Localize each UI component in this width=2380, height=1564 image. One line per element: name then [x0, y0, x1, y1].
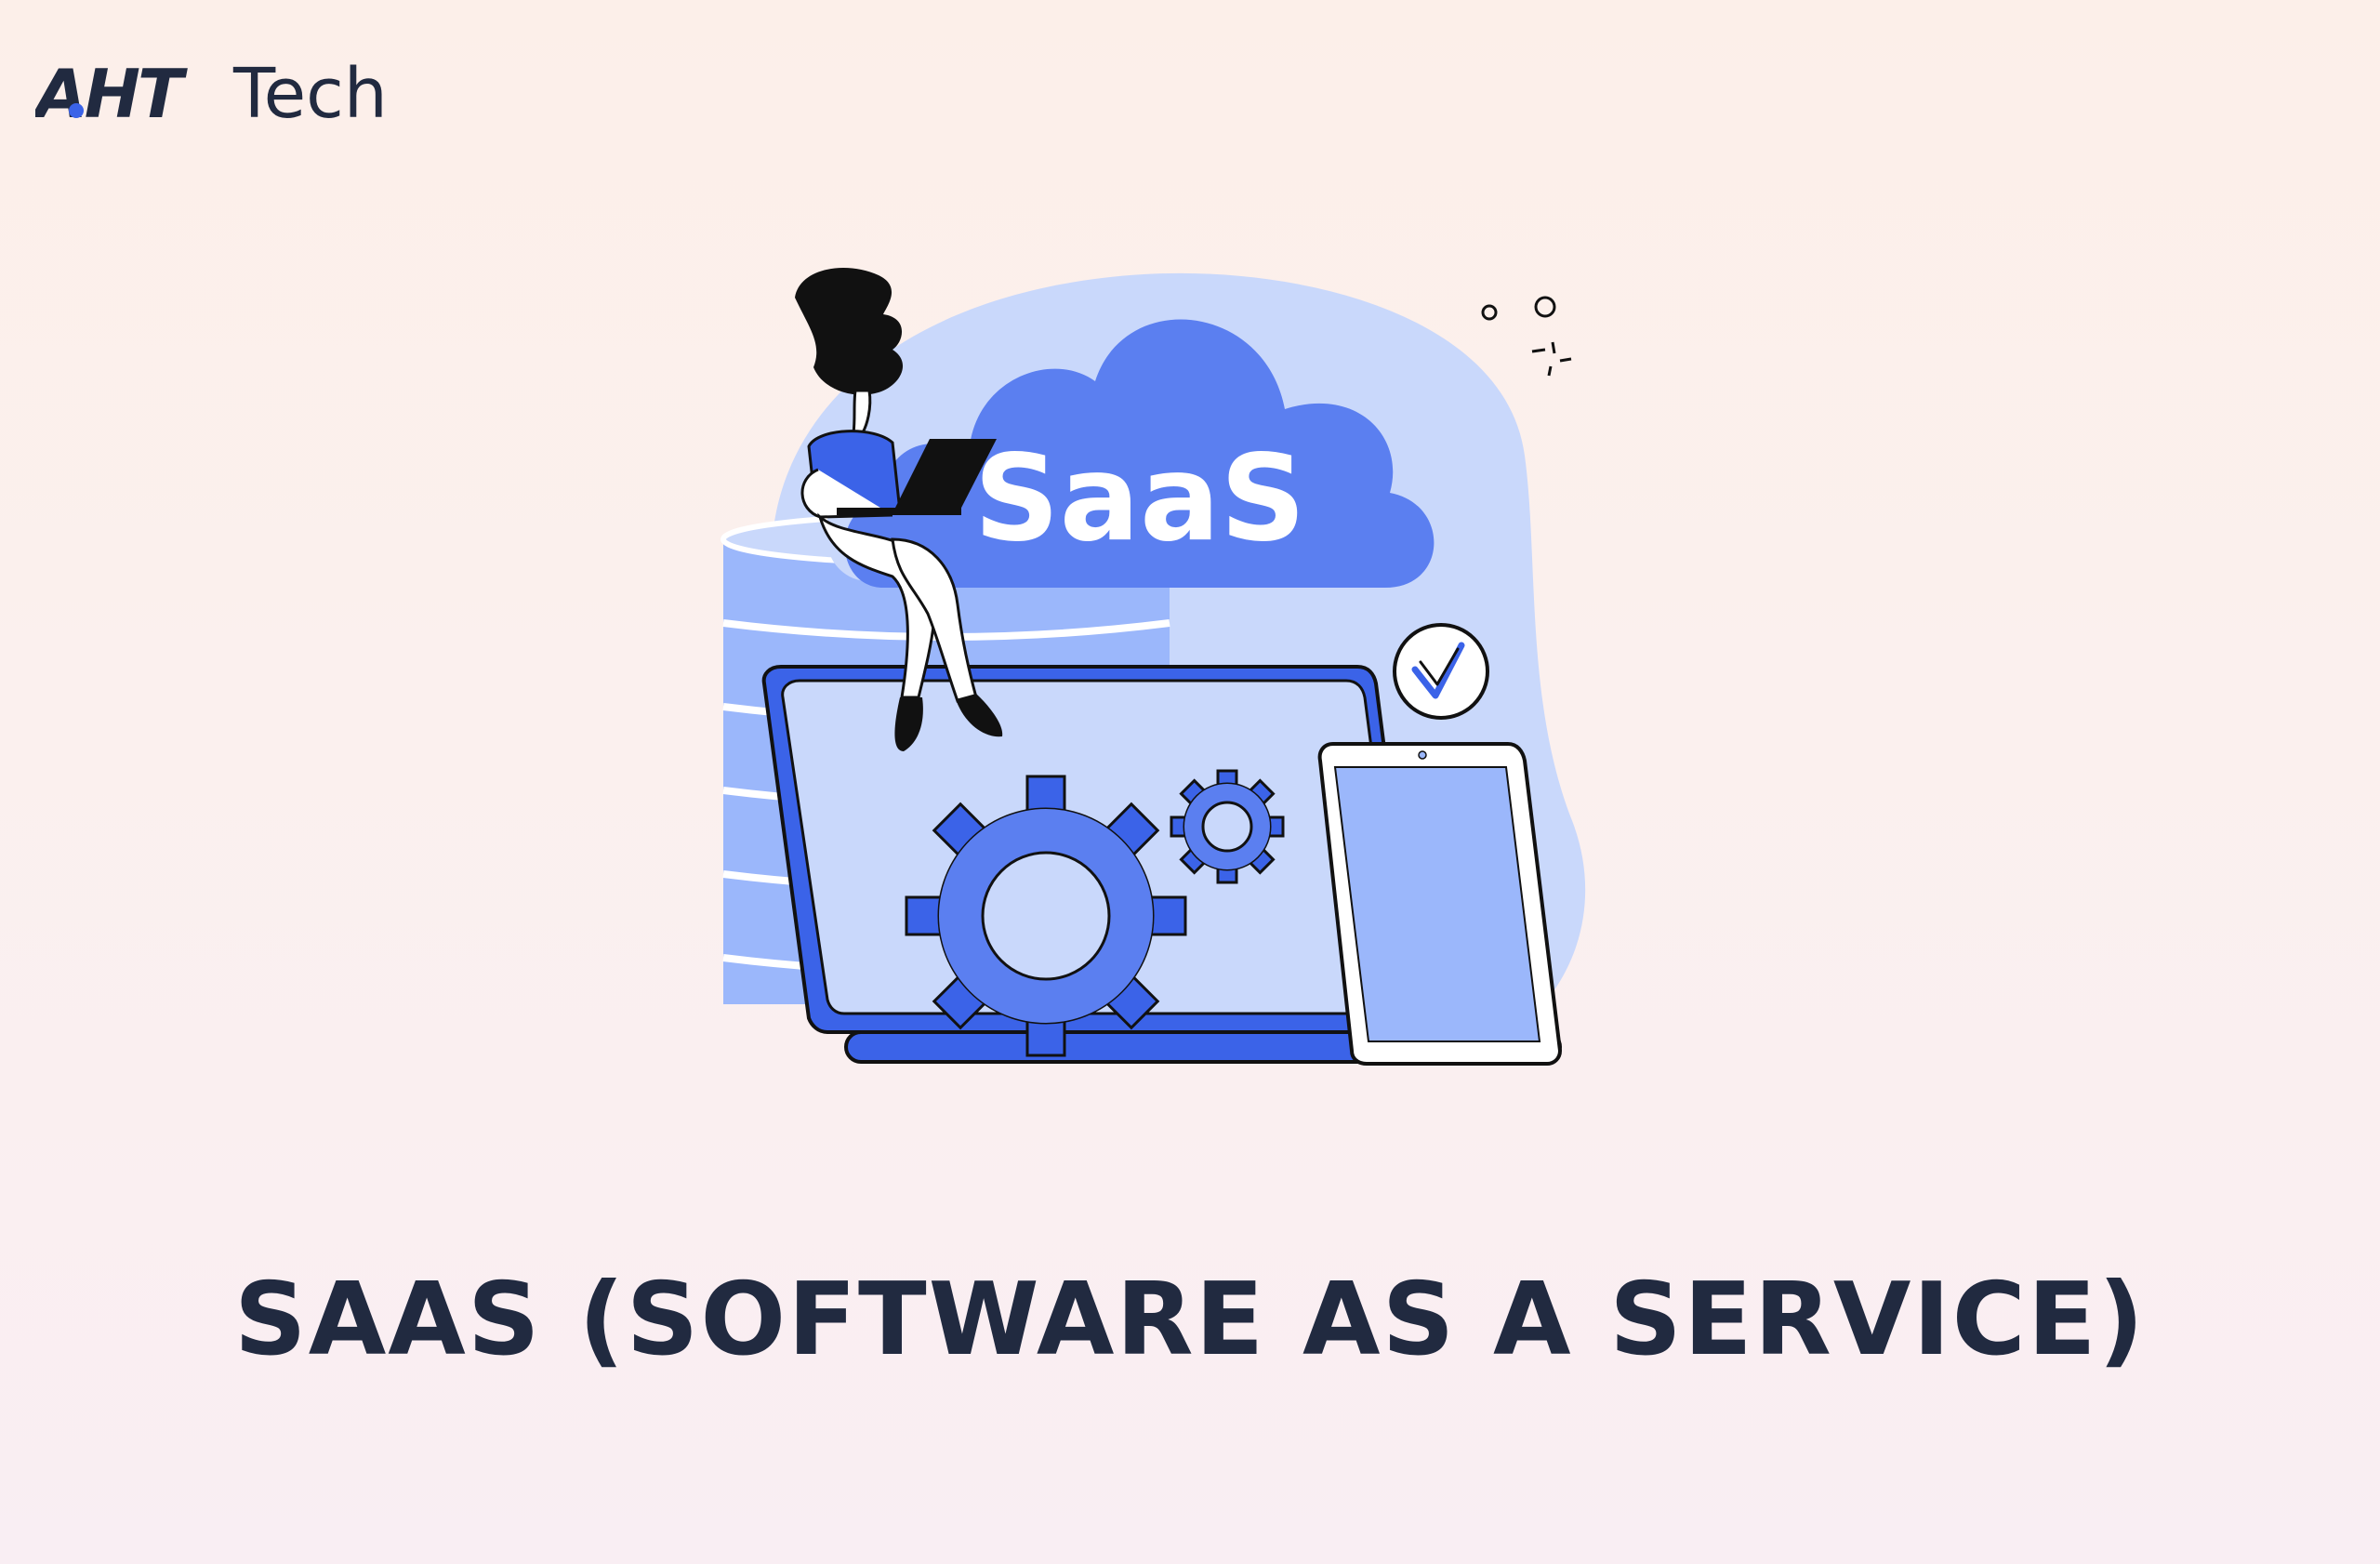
saas-cloud: SaaS	[826, 298, 1435, 588]
logo-mark: AHT	[35, 55, 188, 132]
gear-icon-small	[1170, 769, 1285, 884]
gear-icon-large	[905, 775, 1187, 1057]
check-badge-icon	[1393, 623, 1489, 720]
aht-tech-logo: AHT Tech	[35, 54, 388, 132]
cloud-label: SaaS	[973, 430, 1305, 568]
page-title: SAAS (SOFTWARE AS A SERVICE)	[233, 1262, 2147, 1378]
sparkle-icon	[1481, 296, 1572, 377]
logo-name: Tech	[232, 54, 388, 132]
tablet-icon	[1317, 742, 1563, 1066]
saas-scene: SaaS	[721, 268, 1586, 1066]
company-logo: AHT Tech	[35, 48, 426, 132]
person-figure	[795, 268, 1003, 751]
saas-illustration: SaaS	[707, 260, 1636, 1153]
logo-dot-icon	[69, 103, 84, 118]
